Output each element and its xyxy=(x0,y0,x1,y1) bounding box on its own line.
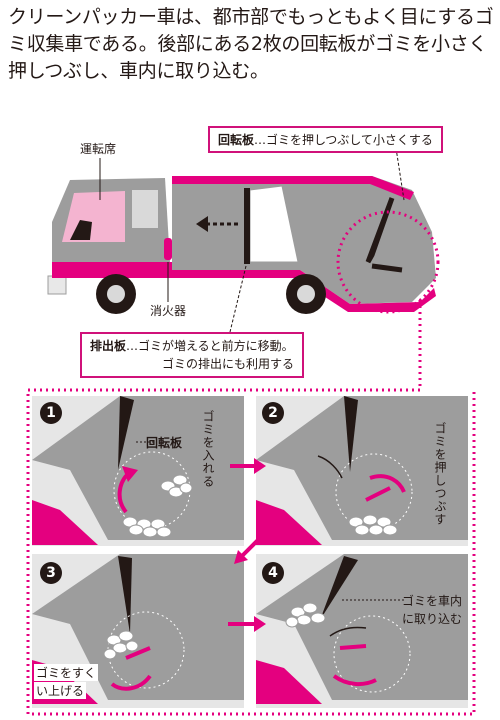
ejector-arrow-head xyxy=(196,216,208,232)
step-panel-4 xyxy=(256,554,468,708)
step4-caption-line2: に取り込む xyxy=(402,612,463,626)
step-panel-3 xyxy=(32,554,244,708)
cab-step xyxy=(47,275,67,295)
garbage-truck-illustration xyxy=(47,147,440,333)
step-arrow-1-to-2 xyxy=(230,458,266,474)
rear-wheel xyxy=(286,274,326,314)
rotating-label-leader xyxy=(395,147,405,201)
truck-body-top-stripe xyxy=(172,176,414,200)
rear-rotating-plate-lower xyxy=(371,263,403,273)
step-arrow-2-to-3 xyxy=(234,534,264,564)
cab-label: 運転席 xyxy=(80,142,117,156)
driver-seat xyxy=(70,220,92,240)
step-panel-connector xyxy=(26,300,476,716)
ejector-label-leader xyxy=(229,265,247,333)
ejector-plate-desc-line1: …ゴミが増えると前方に移動。 xyxy=(126,339,294,353)
chassis-stripe xyxy=(52,262,436,312)
step-number-3: 3 xyxy=(40,562,62,584)
step3-caption-line1: ゴミをすく xyxy=(34,664,99,681)
step-number-1: 1 xyxy=(40,402,62,424)
rotating-plate-callout: 回転板…ゴミを押しつぶして小さくする xyxy=(208,126,443,153)
rotating-plate-term: 回転板 xyxy=(218,133,255,147)
step3-caption-line2: い上げる xyxy=(34,682,87,699)
step-arrow-3-to-4 xyxy=(228,616,266,632)
step1-plate-label: 回転板 xyxy=(146,436,183,450)
ejector-plate xyxy=(244,188,250,264)
rotating-plate-highlight-circle xyxy=(336,210,440,314)
front-wheel xyxy=(96,274,136,314)
step-number-4: 4 xyxy=(262,562,284,584)
rear-rotating-plate xyxy=(365,197,395,264)
step-panel-1 xyxy=(32,396,244,546)
cab-door-window xyxy=(132,190,158,228)
ejector-plate-desc-line2: ゴミの排出にも利用する xyxy=(162,357,295,371)
truck-body xyxy=(172,176,436,304)
extinguisher-label: 消火器 xyxy=(150,304,187,318)
ejector-plate-callout: 排出板…ゴミが増えると前方に移動。 ゴミの排出にも利用する xyxy=(80,332,305,378)
rotating-plate-desc: …ゴミを押しつぶして小さくする xyxy=(254,133,433,147)
intro-text: クリーンパッカー車は、都市部でもっともよく目にするゴミ収集車である。後部にある2… xyxy=(8,6,494,82)
step-number-2: 2 xyxy=(262,402,284,424)
step2-caption: ゴミを押しつぶす xyxy=(433,422,447,526)
step4-caption-line1: ゴミを車内 xyxy=(402,594,463,608)
ejector-plate-term: 排出板 xyxy=(90,339,127,353)
fire-extinguisher xyxy=(164,238,172,260)
step-panel-2 xyxy=(256,396,468,546)
step1-caption: ゴミを入れる xyxy=(201,410,215,488)
